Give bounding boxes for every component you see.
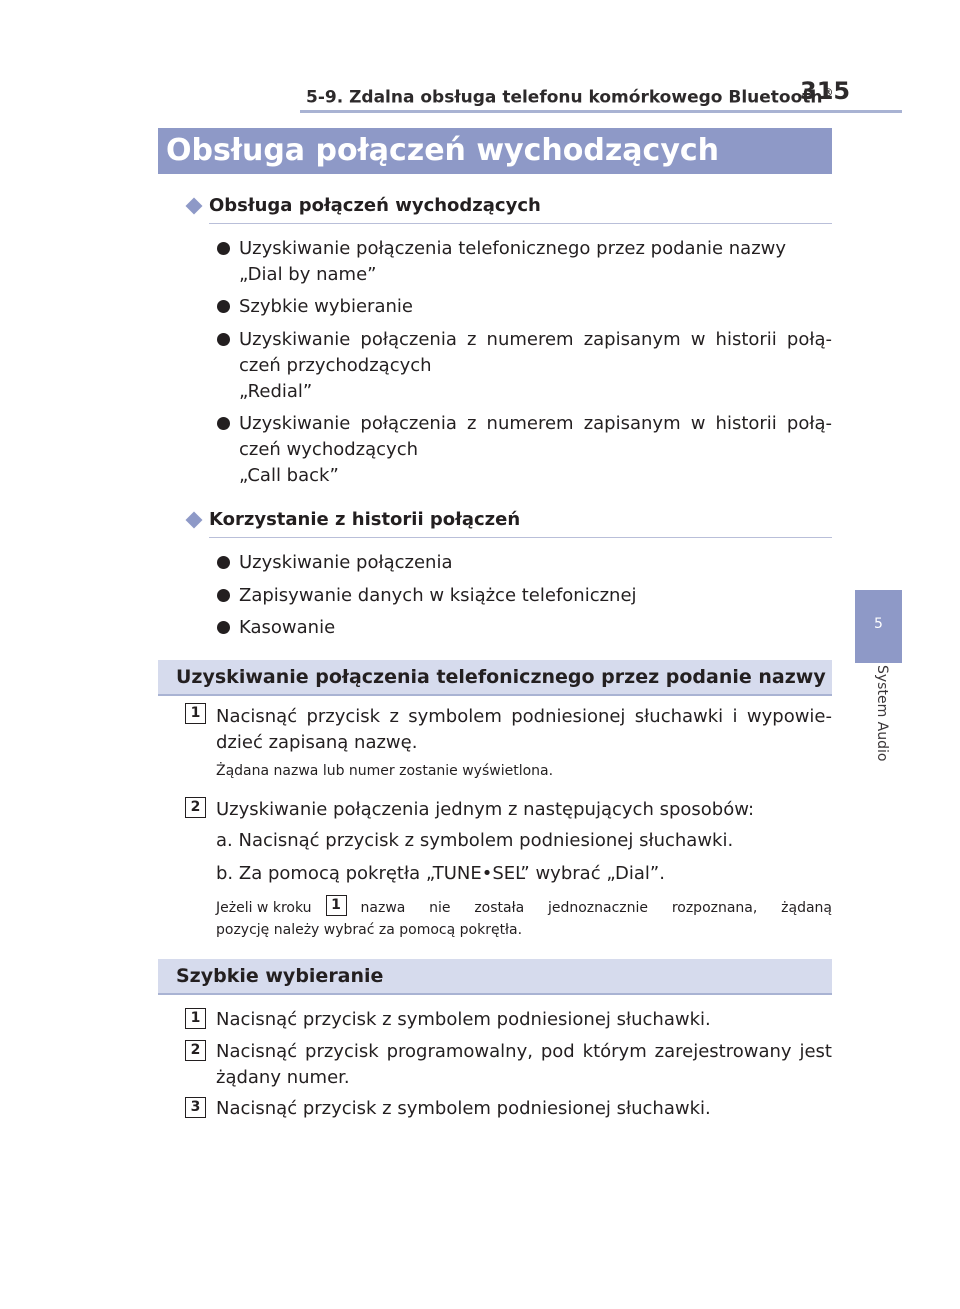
bullet-icon bbox=[217, 589, 230, 602]
step-text: Nacisnąć przycisk programowalny, pod któ… bbox=[216, 1039, 832, 1091]
list-item: Uzyskiwanie połączenia bbox=[239, 552, 453, 573]
bullet-icon bbox=[217, 242, 230, 255]
subsection-heading-history: Korzystanie z historii połączeń bbox=[209, 509, 521, 530]
chapter-tab bbox=[855, 590, 902, 663]
note-text: pozycję należy wybrać za pomocą pokrętła… bbox=[216, 922, 523, 938]
step-text: Nacisnąć przycisk z symbolem podniesione… bbox=[216, 1009, 711, 1030]
step-number: 2 bbox=[185, 797, 206, 818]
chapter-tab-label-text: System Audio bbox=[874, 665, 890, 762]
list-item: Kasowanie bbox=[239, 617, 336, 638]
step-note: Żądana nazwa lub numer zostanie wyświetl… bbox=[216, 763, 554, 779]
list-item: Uzyskiwanie połączenia telefonicznego pr… bbox=[239, 236, 832, 288]
bullet-icon bbox=[217, 621, 230, 634]
section-bar-speed-dial bbox=[158, 959, 832, 995]
list-item-line: Uzyskiwanie połączenia z numerem zapisan… bbox=[239, 329, 832, 350]
list-item-line: „Call back” bbox=[239, 465, 339, 486]
list-item-line: czeń przychodzących bbox=[239, 355, 432, 376]
list-item: Uzyskiwanie połączenia z numerem zapisan… bbox=[239, 327, 832, 405]
note-text: nazwa nie została jednoznacznie rozpozna… bbox=[360, 900, 832, 916]
list-item-line: Szybkie wybieranie bbox=[239, 296, 413, 317]
bullet-icon bbox=[217, 556, 230, 569]
step-number: 1 bbox=[185, 703, 206, 724]
subsection-heading-outgoing: Obsługa połączeń wychodzących bbox=[209, 195, 541, 216]
chapter-tab-label: System Audio bbox=[868, 665, 890, 790]
bullet-icon bbox=[217, 333, 230, 346]
note-text: Jeżeli w kroku bbox=[216, 900, 312, 916]
running-header: 5-9. Zdalna obsługa telefonu komórkowego… bbox=[306, 86, 834, 108]
step-text-line: Nacisnąć przycisk z symbolem podniesione… bbox=[216, 706, 832, 727]
chapter-tab-number: 5 bbox=[874, 616, 883, 632]
page-title: Obsługa połączeń wychodzących bbox=[166, 133, 720, 168]
list-item-line: czeń wychodzących bbox=[239, 439, 418, 460]
subsection-rule bbox=[209, 537, 832, 538]
step-text: Uzyskiwanie połączenia jednym z następuj… bbox=[216, 799, 755, 820]
main-title-bar bbox=[158, 128, 832, 174]
list-item-line: Uzyskiwanie połączenia z numerem zapisan… bbox=[239, 413, 832, 434]
subsection-rule bbox=[209, 223, 832, 224]
list-item: Szybkie wybieranie bbox=[239, 294, 832, 320]
list-item: Uzyskiwanie połączenia z numerem zapisan… bbox=[239, 411, 832, 489]
step-text-line: żądany numer. bbox=[216, 1067, 350, 1088]
header-rule bbox=[300, 110, 902, 113]
list-item-line: „Redial” bbox=[239, 381, 313, 402]
bullet-icon bbox=[217, 417, 230, 430]
step-text-line: Nacisnąć przycisk programowalny, pod któ… bbox=[216, 1041, 832, 1062]
registered-mark: ® bbox=[822, 86, 834, 99]
diamond-icon bbox=[185, 197, 203, 215]
running-header-text: 5-9. Zdalna obsługa telefonu komórkowego… bbox=[306, 87, 823, 108]
step-text-line: dzieć zapisaną nazwę. bbox=[216, 732, 418, 753]
section-title-speed-dial: Szybkie wybieranie bbox=[176, 965, 384, 987]
bullet-icon bbox=[217, 300, 230, 313]
list-item-line: Uzyskiwanie połączenia telefonicznego pr… bbox=[239, 238, 787, 259]
step-text: Nacisnąć przycisk z symbolem podniesione… bbox=[216, 704, 832, 756]
step-number: 1 bbox=[185, 1008, 206, 1029]
step-reference: 1 bbox=[325, 894, 347, 916]
page-number: 315 bbox=[800, 77, 851, 105]
step-number: 2 bbox=[185, 1040, 206, 1061]
section-title-dial-by-name: Uzyskiwanie połączenia telefonicznego pr… bbox=[176, 666, 826, 688]
list-item: Zapisywanie danych w książce telefoniczn… bbox=[239, 585, 637, 606]
step-option-b: b. Za pomocą pokrętła „TUNE•SEL” wybrać … bbox=[216, 863, 665, 884]
list-item-line: „Dial by name” bbox=[239, 264, 377, 285]
step-number: 3 bbox=[185, 1097, 206, 1118]
section-bar-dial-by-name bbox=[158, 660, 832, 696]
step-note: Jeżeli w kroku 1 nazwa nie została jedno… bbox=[216, 894, 832, 941]
diamond-icon bbox=[185, 511, 203, 529]
step-option-a: a. Nacisnąć przycisk z symbolem podniesi… bbox=[216, 830, 734, 851]
step-text: Nacisnąć przycisk z symbolem podniesione… bbox=[216, 1098, 711, 1119]
